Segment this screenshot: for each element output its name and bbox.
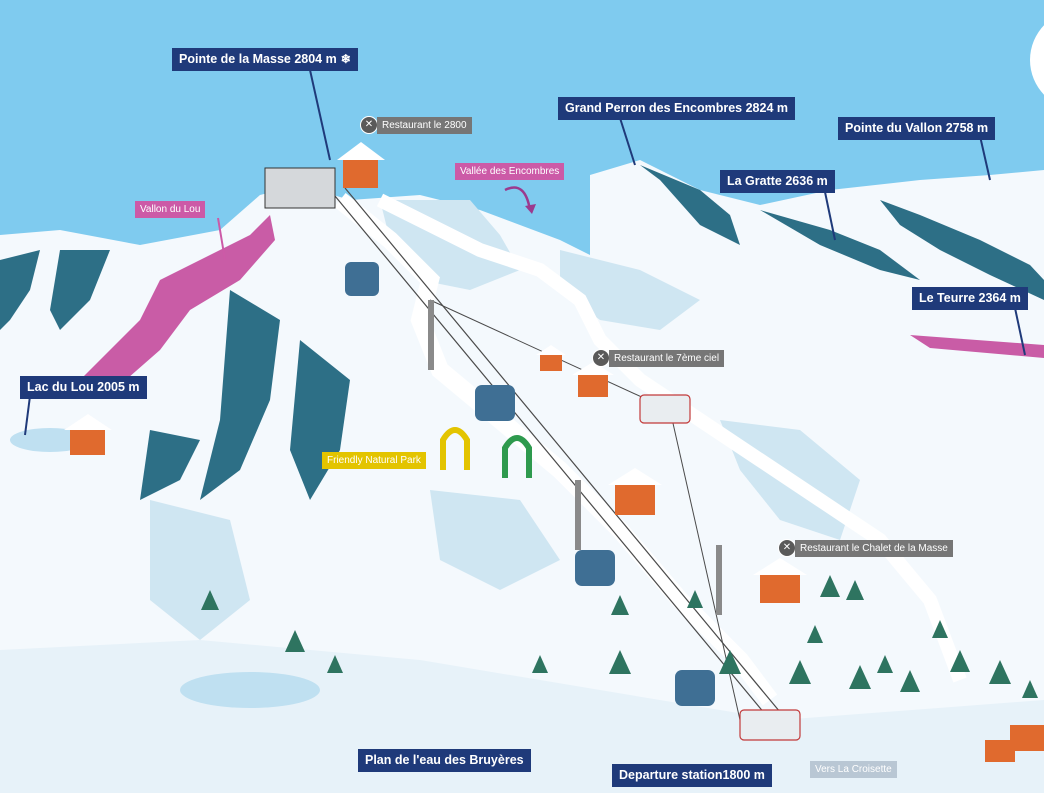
sun bbox=[1030, 25, 1044, 95]
label-pointe-masse[interactable]: Pointe de la Masse 2804 m❄ bbox=[172, 48, 358, 71]
rock-2 bbox=[760, 210, 920, 280]
top-station bbox=[264, 167, 336, 209]
label-le-teurre-text: Le Teurre 2364 m bbox=[919, 291, 1021, 305]
fork-knife-icon: ✕ bbox=[778, 539, 796, 557]
pylon-2 bbox=[575, 480, 581, 550]
cable-1 bbox=[329, 189, 771, 721]
label-restaurant-chalet[interactable]: Restaurant le Chalet de la Masse bbox=[795, 540, 953, 557]
rock-left-4 bbox=[290, 340, 350, 500]
chalets bbox=[64, 142, 1044, 762]
cable-2 bbox=[344, 187, 786, 719]
departure-station bbox=[739, 709, 801, 741]
gondola-1 bbox=[345, 262, 379, 296]
arrow-head-vallee bbox=[525, 204, 536, 214]
label-vallee-encombres-text: Vallée des Encombres bbox=[460, 166, 560, 177]
lake-plan-eau bbox=[180, 672, 320, 708]
rock-3 bbox=[880, 200, 1044, 300]
pointer-vallon-lou bbox=[217, 217, 226, 261]
rock-left-2 bbox=[50, 250, 110, 330]
label-la-gratte[interactable]: La Gratte 2636 m bbox=[720, 170, 835, 193]
fork-knife-icon: ✕ bbox=[592, 349, 610, 367]
rock-left-5 bbox=[140, 430, 200, 500]
label-restaurant-2800[interactable]: Restaurant le 2800 bbox=[377, 117, 472, 134]
rock-left-3 bbox=[200, 290, 280, 500]
pylon-3 bbox=[716, 545, 722, 615]
gondola-4 bbox=[675, 670, 715, 706]
label-pointe-vallon[interactable]: Pointe du Vallon 2758 m bbox=[838, 117, 996, 140]
label-plan-eau-text: Plan de l'eau des Bruyères bbox=[365, 753, 524, 767]
label-vers-croisette[interactable]: Vers La Croisette bbox=[810, 761, 897, 778]
rock-1 bbox=[640, 165, 740, 245]
label-departure[interactable]: Departure station1800 m bbox=[612, 764, 772, 787]
label-departure-text: Departure station1800 m bbox=[619, 768, 765, 782]
label-la-gratte-text: La Gratte 2636 m bbox=[727, 174, 828, 188]
label-vers-croisette-text: Vers La Croisette bbox=[815, 764, 892, 775]
label-lac-du-lou[interactable]: Lac du Lou 2005 m bbox=[20, 376, 147, 399]
label-vallon-lou-text: Vallon du Lou bbox=[140, 204, 201, 215]
shade-4 bbox=[150, 500, 250, 640]
snowflake-icon: ❄ bbox=[340, 52, 351, 66]
pink-slope-teurre bbox=[910, 335, 1044, 358]
yellow-arch bbox=[440, 427, 470, 470]
label-le-teurre[interactable]: Le Teurre 2364 m bbox=[912, 287, 1028, 310]
shade-2 bbox=[560, 250, 700, 330]
label-restaurant-2800-text: Restaurant le 2800 bbox=[382, 120, 467, 131]
gondola-2 bbox=[475, 385, 515, 421]
gondola-3 bbox=[575, 550, 615, 586]
shade-3 bbox=[430, 490, 560, 590]
label-plan-eau[interactable]: Plan de l'eau des Bruyères bbox=[358, 749, 531, 772]
label-lac-du-lou-text: Lac du Lou 2005 m bbox=[27, 380, 140, 394]
label-pointe-masse-text: Pointe de la Masse 2804 m bbox=[179, 52, 337, 66]
label-friendly-park-text: Friendly Natural Park bbox=[327, 455, 421, 466]
label-vallee-encombres[interactable]: Vallée des Encombres bbox=[455, 163, 565, 180]
label-pointers bbox=[24, 69, 1026, 436]
label-grand-perron[interactable]: Grand Perron des Encombres 2824 m bbox=[558, 97, 796, 120]
label-restaurant-7eme-text: Restaurant le 7ème ciel bbox=[614, 353, 720, 364]
label-pointe-vallon-text: Pointe du Vallon 2758 m bbox=[845, 121, 989, 135]
label-vallon-lou[interactable]: Vallon du Lou bbox=[135, 201, 206, 218]
mid-station bbox=[639, 394, 691, 424]
label-restaurant-7eme[interactable]: Restaurant le 7ème ciel bbox=[609, 350, 725, 367]
label-friendly-park[interactable]: Friendly Natural Park bbox=[322, 452, 426, 469]
green-arch bbox=[502, 435, 532, 478]
rock-left-1 bbox=[0, 250, 40, 330]
label-restaurant-chalet-text: Restaurant le Chalet de la Masse bbox=[800, 543, 948, 554]
label-grand-perron-text: Grand Perron des Encombres 2824 m bbox=[565, 101, 789, 115]
fork-knife-icon: ✕ bbox=[360, 116, 378, 134]
pylon-1 bbox=[428, 300, 434, 370]
pink-slope-lou bbox=[80, 215, 275, 385]
trees bbox=[201, 575, 1038, 698]
